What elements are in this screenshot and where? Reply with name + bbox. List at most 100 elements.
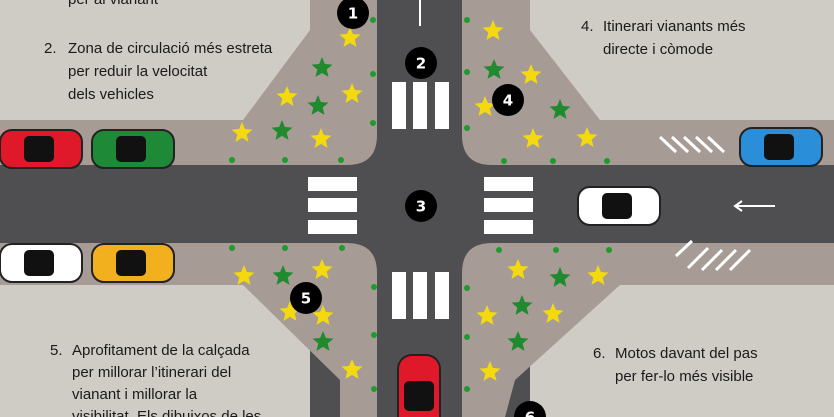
- bollard-dot: [550, 158, 556, 164]
- note-1-tail: per al vianant: [68, 0, 159, 8]
- tree-icon: [479, 361, 501, 381]
- tree-icon: [483, 59, 505, 79]
- tree-icon: [271, 120, 293, 140]
- trees: [231, 20, 609, 381]
- car: [91, 129, 175, 169]
- tree-icon: [476, 305, 498, 325]
- crosswalk-east: [484, 177, 533, 234]
- marker-number: 5: [301, 290, 311, 308]
- crosswalk-south: [392, 272, 449, 319]
- tree-icon: [522, 128, 544, 148]
- svg-text:vianant i millorar la: vianant i millorar la: [72, 386, 198, 403]
- tree-icon: [231, 122, 253, 142]
- svg-text:Aprofitament de la calçada: Aprofitament de la calçada: [72, 342, 250, 359]
- marker-5: 5: [290, 282, 322, 314]
- svg-text:per fer-lo més visible: per fer-lo més visible: [615, 368, 753, 385]
- bollard-dot: [464, 17, 470, 23]
- svg-text:5.: 5.: [50, 342, 63, 359]
- note-6: 6. Motos davant del pas per fer-lo més v…: [593, 345, 758, 385]
- bollards: [229, 17, 612, 392]
- sidewalk-se: [462, 243, 834, 417]
- tree-icon: [511, 295, 533, 315]
- car: [91, 243, 175, 283]
- note-5: 5. Aprofitament de la calçada per millor…: [50, 342, 261, 417]
- car: [739, 127, 823, 167]
- car: [577, 186, 661, 226]
- marker-number: 6: [525, 409, 535, 417]
- cars: [0, 127, 823, 417]
- bollard-dot: [282, 245, 288, 251]
- tree-icon: [279, 301, 301, 321]
- car: [0, 129, 83, 169]
- tree-icon: [542, 303, 564, 323]
- bollard-dot: [464, 125, 470, 131]
- tree-icon: [312, 331, 334, 351]
- bollard-dot: [496, 247, 502, 253]
- bollard-dot: [464, 334, 470, 340]
- bollard-dot: [339, 245, 345, 251]
- tree-icon: [311, 57, 333, 77]
- marker-1: 1: [337, 0, 369, 29]
- marker-6: 6: [514, 401, 546, 417]
- crosswalk-west: [308, 177, 357, 234]
- marker-number: 4: [503, 92, 513, 110]
- bollard-dot: [604, 158, 610, 164]
- moto-box-lines-se: [674, 239, 752, 272]
- svg-text:dels vehicles: dels vehicles: [68, 86, 154, 103]
- svg-text:per millorar l’itinerari del: per millorar l’itinerari del: [72, 364, 231, 381]
- tree-icon: [507, 259, 529, 279]
- svg-text:6.: 6.: [593, 345, 606, 362]
- bollard-dot: [371, 284, 377, 290]
- tree-icon: [520, 64, 542, 84]
- bollard-dot: [229, 157, 235, 163]
- tree-icon: [576, 127, 598, 147]
- bollard-dot: [464, 386, 470, 392]
- svg-text:Motos davant del pas: Motos davant del pas: [615, 345, 758, 362]
- tree-icon: [507, 331, 529, 351]
- arrow-left-icon: [733, 200, 775, 212]
- tree-icon: [474, 96, 496, 116]
- marker-4: 4: [492, 84, 524, 116]
- marker-3: 3: [405, 190, 437, 222]
- svg-text:2.: 2.: [44, 40, 57, 57]
- svg-text:directe i còmode: directe i còmode: [603, 41, 713, 58]
- tree-icon: [312, 305, 334, 325]
- tree-icon: [310, 128, 332, 148]
- car: [397, 354, 441, 417]
- bollard-dot: [606, 247, 612, 253]
- bollard-dot: [370, 17, 376, 23]
- bollard-dot: [501, 158, 507, 164]
- bollard-dot: [370, 120, 376, 126]
- bollard-dot: [464, 69, 470, 75]
- sidewalk-ne: [462, 0, 834, 165]
- tree-icon: [311, 259, 333, 279]
- svg-text:per reduir la velocitat: per reduir la velocitat: [68, 63, 208, 80]
- svg-text:Itinerari vianants més: Itinerari vianants més: [603, 18, 746, 35]
- tree-icon: [272, 265, 294, 285]
- tree-icon: [341, 359, 363, 379]
- bollard-dot: [371, 386, 377, 392]
- tree-icon: [587, 265, 609, 285]
- bollard-dot: [338, 157, 344, 163]
- crosswalk-north: [392, 82, 449, 129]
- bollard-dot: [464, 285, 470, 291]
- note-4: 4. Itinerari vianants més directe i còmo…: [581, 18, 746, 58]
- bollard-dot: [371, 332, 377, 338]
- tree-icon: [549, 99, 571, 119]
- markers: 1 2 3 4 5 6: [290, 0, 546, 417]
- svg-text:visibilitat. Els dibuixos de l: visibilitat. Els dibuixos de les: [72, 408, 261, 417]
- marker-number: 3: [416, 198, 426, 216]
- bollard-dot: [553, 247, 559, 253]
- tree-icon: [482, 20, 504, 40]
- moto-box-lines-ne: [658, 135, 726, 154]
- tree-icon: [307, 95, 329, 115]
- marker-2: 2: [405, 47, 437, 79]
- tree-icon: [341, 83, 363, 103]
- bollard-dot: [229, 245, 235, 251]
- tree-icon: [276, 86, 298, 106]
- tree-icon: [339, 27, 361, 47]
- car: [0, 243, 83, 283]
- marker-number: 2: [416, 55, 426, 73]
